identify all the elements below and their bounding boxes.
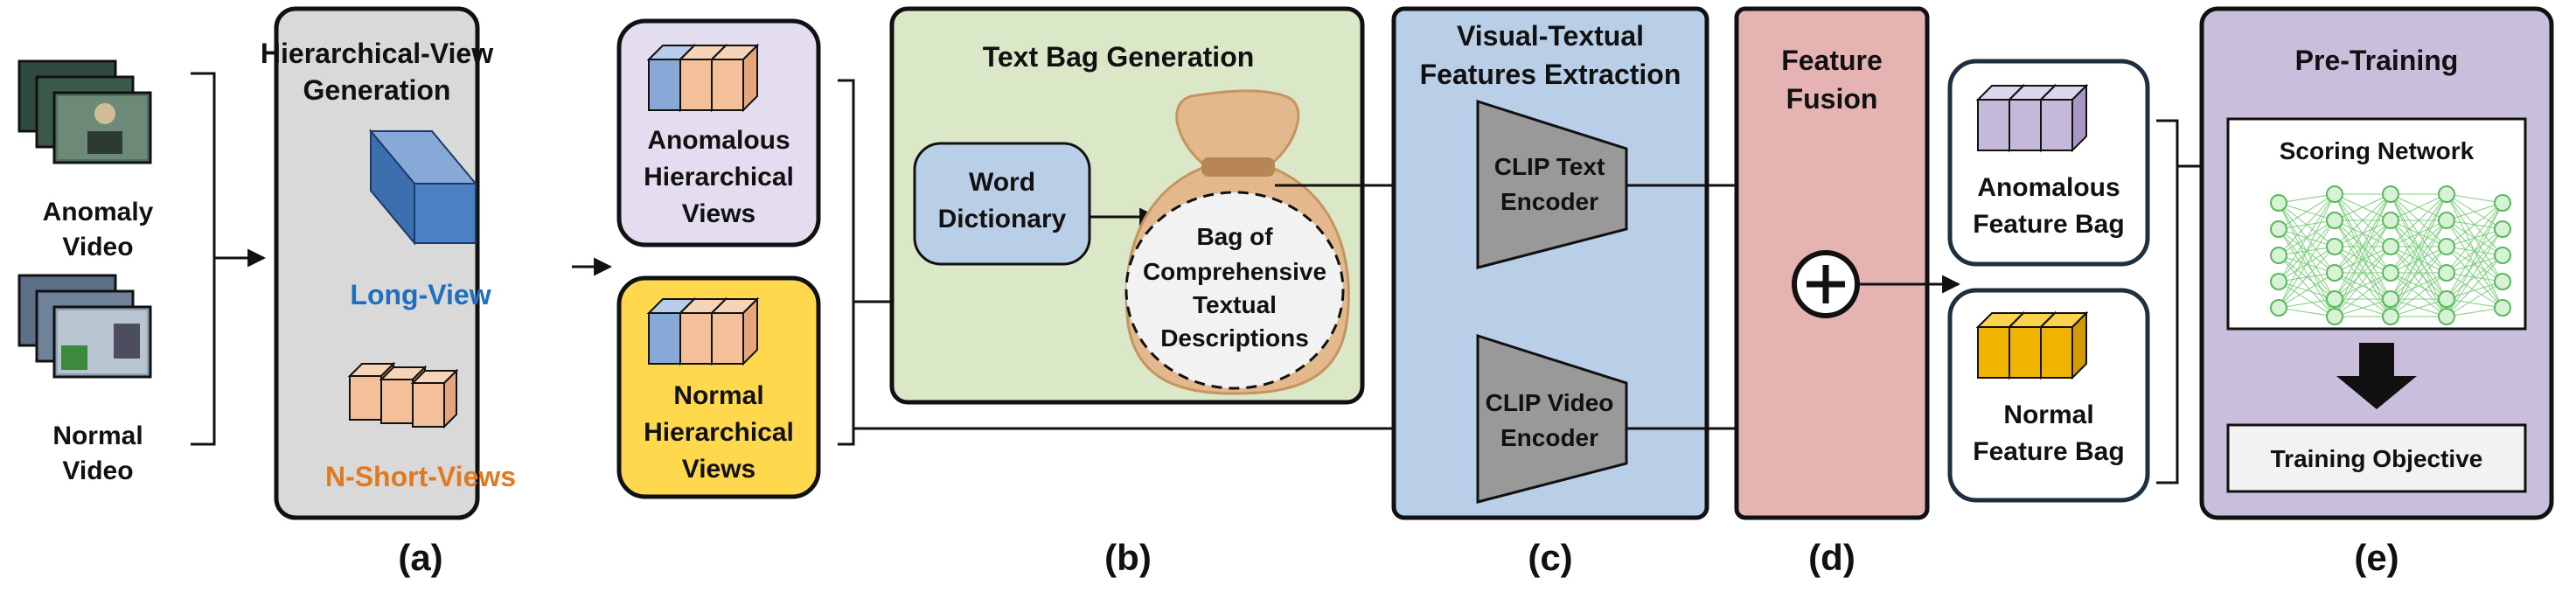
long-view-cube [368, 129, 478, 246]
network-node [2438, 308, 2455, 325]
clip-text-encoder-label-2: Encoder [1500, 188, 1598, 215]
anomalous-views-label-3: Views [682, 199, 756, 228]
network-node [2382, 212, 2399, 229]
network-node [2270, 220, 2287, 238]
normal-views-label-1: Normal [673, 381, 763, 410]
panel-e-title: Pre-Training [2295, 45, 2459, 76]
network-node [2270, 273, 2287, 290]
network-node [2326, 238, 2343, 255]
neural-network-icon [2270, 185, 2511, 325]
text-bag-label-2: Comprehensive [1143, 258, 1326, 285]
panel-c-title-1: Visual-Textual [1457, 20, 1644, 52]
anomalous-feature-bag-label-2: Feature Bag [1973, 210, 2124, 239]
normal-feature-bag-cubes [1975, 310, 2089, 380]
clip-video-encoder-shape [1476, 333, 1628, 504]
network-node [2438, 185, 2455, 203]
network-node [2438, 212, 2455, 229]
normal-views-label-3: Views [682, 455, 756, 484]
text-bag-label-3: Textual [1193, 291, 1277, 318]
panel-a-title-2: Generation [303, 74, 451, 106]
network-node [2382, 290, 2399, 308]
normal-feature-bag-label-1: Normal [2003, 401, 2093, 429]
text-bag-label-1: Bag of [1196, 223, 1273, 250]
word-dictionary-label-1: Word [969, 168, 1035, 197]
panel-d-title-1: Feature [1781, 45, 1883, 76]
anomalous-views-label-1: Anomalous [647, 126, 790, 155]
anomalous-feature-bag-label-1: Anomalous [1977, 173, 2120, 202]
network-node [2382, 308, 2399, 325]
network-node [2382, 185, 2399, 203]
normal-views-label-2: Hierarchical [644, 418, 794, 447]
short-views-label: N-Short-Views [325, 461, 516, 492]
anomaly-video-label-2: Video [62, 233, 133, 261]
network-node [2494, 220, 2511, 238]
bags-brace [2156, 119, 2195, 484]
network-node [2326, 290, 2343, 308]
clip-video-encoder-label-1: CLIP Video [1486, 389, 1614, 416]
anomalous-views-cubes [646, 43, 760, 113]
panel-c-title-2: Features Extraction [1420, 59, 1681, 90]
panel-c-box [1391, 6, 1709, 520]
network-node [2270, 247, 2287, 264]
clip-video-encoder-label-2: Encoder [1500, 424, 1598, 451]
input-brace [191, 72, 240, 446]
normal-video-frames [17, 274, 152, 379]
panel-b-title: Text Bag Generation [983, 41, 1255, 73]
network-node [2326, 185, 2343, 203]
anomalous-feature-bag-cubes [1975, 83, 2089, 153]
network-node [2494, 247, 2511, 264]
clip-text-encoder-shape [1476, 99, 1628, 269]
network-node [2438, 264, 2455, 282]
text-bag-label-4: Descriptions [1160, 324, 1309, 352]
text-bag-ellipse [1124, 191, 1345, 390]
panel-e-caption: (e) [2354, 537, 2398, 578]
network-node [2438, 290, 2455, 308]
anomaly-video-label-1: Anomaly [43, 198, 154, 226]
word-dictionary-label-2: Dictionary [938, 205, 1067, 233]
normal-video-label-1: Normal [52, 421, 143, 450]
network-node [2270, 299, 2287, 317]
panel-d-title-2: Fusion [1786, 83, 1878, 115]
word-dictionary-box [913, 142, 1091, 266]
network-node [2382, 238, 2399, 255]
network-node [2326, 308, 2343, 325]
panel-a-caption: (a) [398, 537, 442, 578]
panel-c-caption: (c) [1528, 537, 1572, 578]
network-node [2326, 264, 2343, 282]
network-node [2382, 264, 2399, 282]
short-views-cubes [347, 361, 459, 429]
panel-b-caption: (b) [1104, 537, 1152, 578]
down-arrow-icon [2336, 343, 2417, 409]
long-view-label: Long-View [350, 279, 491, 310]
scoring-network-label: Scoring Network [2280, 137, 2475, 164]
normal-video-label-2: Video [62, 456, 133, 485]
clip-text-encoder-label-1: CLIP Text [1494, 153, 1605, 180]
anomaly-video-frames [17, 59, 152, 164]
normal-feature-bag-label-2: Feature Bag [1973, 437, 2124, 466]
panel-d-caption: (d) [1808, 537, 1855, 578]
training-objective-box [2226, 423, 2527, 493]
panel-a-title-1: Hierarchical-View [261, 38, 493, 69]
network-node [2494, 299, 2511, 317]
anomalous-views-label-2: Hierarchical [644, 163, 794, 192]
network-node [2494, 194, 2511, 212]
network-node [2438, 238, 2455, 255]
network-node [2270, 194, 2287, 212]
network-node [2326, 212, 2343, 229]
views-brace [838, 79, 866, 446]
fusion-plus-icon [1792, 250, 1860, 318]
normal-views-cubes [646, 296, 760, 366]
network-node [2494, 273, 2511, 290]
training-objective-label: Training Objective [2271, 445, 2483, 472]
